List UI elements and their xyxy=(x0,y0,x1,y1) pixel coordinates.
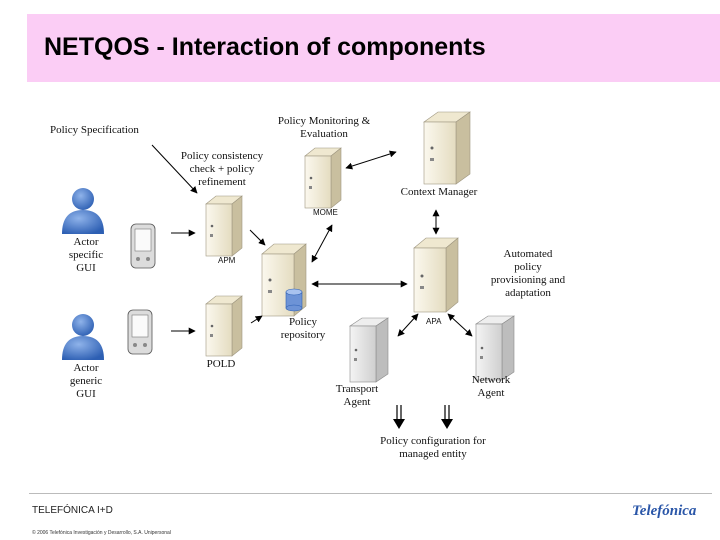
arrow-apa-network xyxy=(447,313,473,337)
actor-specific-person-icon xyxy=(62,188,104,234)
copyright-text: © 2006 Telefónica Investigación y Desarr… xyxy=(32,530,171,536)
policy-configuration-label: Policy configuration for managed entity xyxy=(380,435,486,460)
arrow-repository-mome xyxy=(311,224,333,263)
apm-label: APM xyxy=(218,256,236,265)
network-agent-server-icon xyxy=(475,315,515,381)
policy-repository-label: Policy repository xyxy=(280,316,326,341)
arrows xyxy=(151,144,473,337)
footer-label: TELEFÓNICA I+D xyxy=(32,505,113,516)
telefonica-logo: Telefónica xyxy=(632,503,697,519)
pda-icon xyxy=(130,223,156,269)
context-manager-server-icon xyxy=(423,111,471,185)
network-agent-label: Network Agent xyxy=(471,374,511,399)
actor-specific-gui-label: Actor specific GUI xyxy=(68,236,104,274)
automated-policy-label: Automated policy provisioning and adapta… xyxy=(490,248,566,299)
pold-label: POLD xyxy=(206,358,236,370)
transport-agent-server-icon xyxy=(349,317,389,383)
down-arrow-transport-icon xyxy=(393,405,405,429)
page-title: NETQOS - Interaction of components xyxy=(44,33,486,61)
mome-server-icon xyxy=(304,147,342,209)
database-icon xyxy=(285,288,303,312)
policy-specification-label: Policy Specification xyxy=(50,124,139,136)
arrow-mome-context xyxy=(345,150,397,170)
policy-monitoring-label: Policy Monitoring & Evaluation xyxy=(277,115,371,140)
mome-label: MOME xyxy=(313,208,338,217)
transport-agent-label: Transport Agent xyxy=(335,383,379,408)
actor-generic-gui-label: Actor generic GUI xyxy=(69,362,103,400)
pold-server-icon xyxy=(205,295,243,357)
pda-icon xyxy=(127,309,153,355)
apm-server-icon xyxy=(205,195,243,257)
arrow-spec-to-apm xyxy=(151,144,198,194)
apa-label: APA xyxy=(426,317,442,326)
arrow-apa-transport xyxy=(397,313,419,337)
arrow-pold-to-repository xyxy=(250,315,263,324)
actor-generic-person-icon xyxy=(62,314,104,360)
consistency-check-label: Policy consistency check + policy refine… xyxy=(180,150,264,188)
context-manager-label: Context Manager xyxy=(400,186,478,198)
apa-server-icon xyxy=(413,237,459,313)
down-arrow-network-icon xyxy=(441,405,453,429)
arrow-apm-to-repository xyxy=(249,229,266,246)
title-bar xyxy=(27,14,720,82)
footer-divider xyxy=(29,493,712,494)
